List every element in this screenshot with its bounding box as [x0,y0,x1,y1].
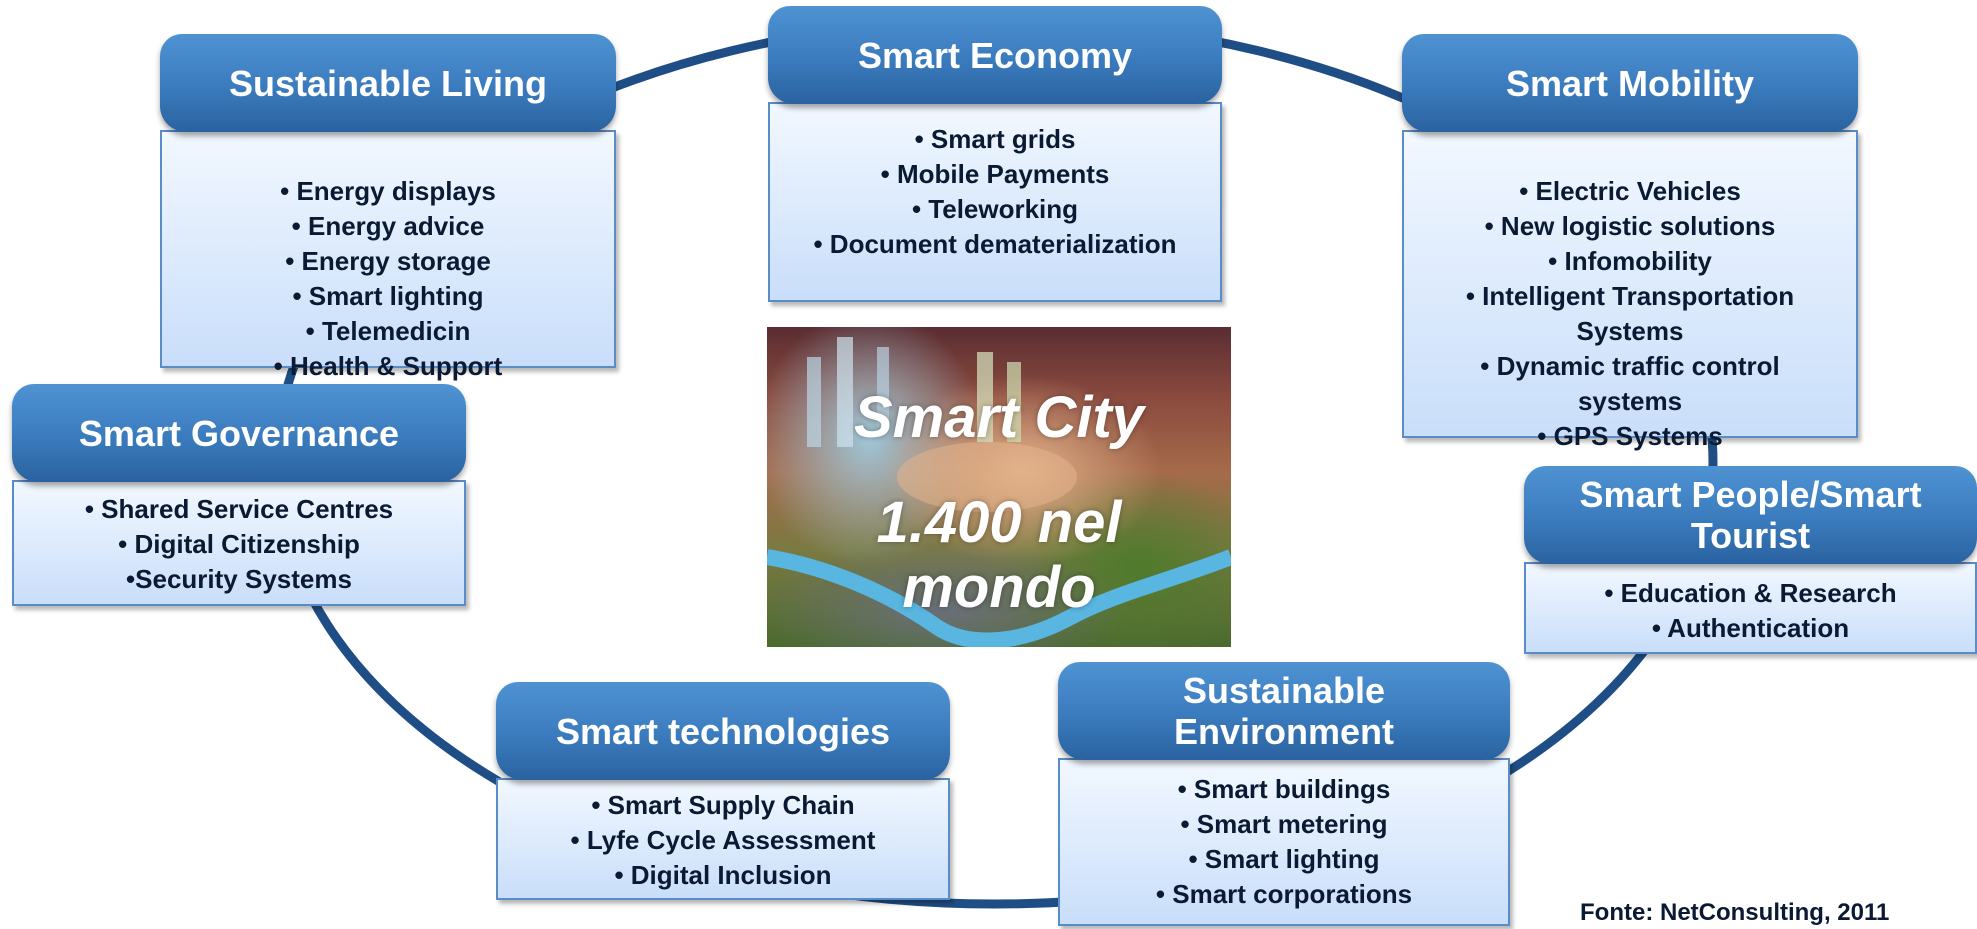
list-item: • Infomobility [1548,246,1712,276]
list-item: • Energy advice [291,211,485,241]
list-item: • Shared Service Centres [84,494,394,524]
box-list: • Electric Vehicles • New logistic solut… [1402,130,1858,451]
smart-city-photo: Smart City 1.400 nel mondo [767,327,1231,647]
list-item: • Digital Inclusion [614,860,832,890]
box-title: Sustainable Environment [1058,662,1510,760]
smart-people-box: Smart People/Smart Tourist • Education &… [1524,466,1977,654]
list-item: • Education & Research [1604,578,1897,608]
box-title: Smart Economy [768,6,1222,104]
box-title: Smart People/Smart Tourist [1524,466,1977,564]
box-title: Smart Mobility [1402,34,1858,132]
source-note: Fonte: NetConsulting, 2011 [1580,899,1890,926]
city-count-text: 1.400 nel [876,490,1122,555]
box-list: • Education & Research • Authentication [1524,562,1977,654]
list-item: • Smart lighting [1188,844,1380,874]
box-list: • Shared Service Centres • Digital Citiz… [12,480,466,606]
box-list: • Smart grids • Mobile Payments • Telewo… [768,102,1222,302]
list-item: • Document dematerialization [813,229,1177,259]
list-item: • Smart lighting [292,281,484,311]
smart-economy-box: Smart Economy • Smart grids • Mobile Pay… [768,6,1222,302]
list-item: • Intelligent Transportation Systems [1465,281,1795,346]
box-list: • Smart Supply Chain • Lyfe Cycle Assess… [496,778,950,900]
list-item: •Security Systems [126,564,352,594]
list-item: • Digital Citizenship [118,529,360,559]
list-item: • Health & Support [273,351,503,381]
list-item: • Smart grids [914,124,1076,154]
box-title: Smart technologies [496,682,950,780]
list-item: • Lyfe Cycle Assessment [570,825,876,855]
world-text: mondo [902,555,1096,620]
list-item: • Electric Vehicles [1519,176,1741,206]
box-list: • Energy displays • Energy advice • Ener… [160,130,616,381]
list-item: • Energy displays [280,176,496,206]
smart-governance-box: Smart Governance • Shared Service Centre… [12,384,466,606]
list-item: • Smart corporations [1155,879,1413,909]
list-item: • Dynamic traffic control systems [1480,351,1780,416]
smart-city-title: Smart City [853,385,1145,450]
list-item: • GPS Systems [1537,421,1723,451]
box-list: • Smart buildings • Smart metering • Sma… [1058,758,1510,926]
list-item: • Energy storage [285,246,491,276]
smart-technologies-box: Smart technologies • Smart Supply Chain … [496,682,950,900]
smart-mobility-box: Smart Mobility • Electric Vehicles • New… [1402,34,1858,451]
list-item: • Smart metering [1180,809,1388,839]
list-item: • Teleworking [911,194,1079,224]
list-item: • Authentication [1651,613,1850,643]
box-title: Smart Governance [12,384,466,482]
list-item: • Smart Supply Chain [591,790,855,820]
list-item: • New logistic solutions [1484,211,1776,241]
list-item: • Mobile Payments [880,159,1110,189]
list-item: • Telemedicin [305,316,471,346]
river-shape [767,337,1231,647]
box-title: Sustainable Living [160,34,616,132]
sustainable-living-box: Sustainable Living • Energy displays • E… [160,34,616,381]
sustainable-environment-box: Sustainable Environment • Smart building… [1058,662,1510,926]
list-item: • Smart buildings [1177,774,1391,804]
